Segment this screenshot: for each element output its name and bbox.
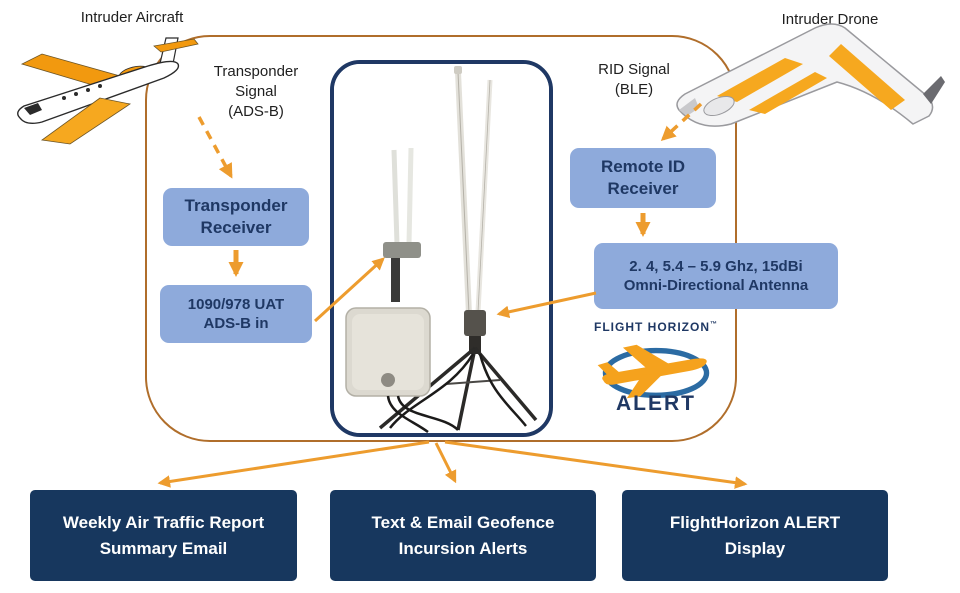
cables [386, 353, 527, 433]
adsb-in-box: 1090/978 UAT ADS-B in [160, 285, 312, 343]
antenna-photo [334, 64, 549, 433]
drone-wing-body [676, 23, 934, 127]
drone-orange-stripes [717, 44, 905, 114]
tall-antenna-rods [454, 66, 493, 315]
intruder-aircraft-label: Intruder Aircraft [80, 9, 184, 26]
logo-tm: ™ [710, 321, 718, 328]
aircraft-wing-near [40, 97, 132, 145]
transponder-signal-label: Transponder Signal (ADS-B) [213, 63, 299, 120]
intruder-drone-illustration [676, 23, 945, 127]
aircraft-fuselage [17, 60, 180, 125]
arrow-photo-to-display [444, 440, 748, 489]
aircraft-cockpit [24, 103, 42, 115]
remote-id-receiver-box: Remote ID Receiver [570, 148, 716, 208]
alert-display-box: FlightHorizon ALERT Display [622, 490, 888, 581]
arrow-photo-to-geofence [434, 442, 457, 484]
logo-plane-icon [597, 344, 710, 399]
intruder-drone-label: Intruder Drone [781, 11, 879, 28]
intruder-aircraft-illustration [17, 37, 199, 145]
aircraft-windows [62, 84, 102, 100]
system-boundary [145, 35, 737, 442]
sensor-photo-frame [330, 60, 553, 437]
arrow-photo-to-weekly-report [157, 440, 430, 488]
transponder-receiver-box: Transponder Receiver [163, 188, 309, 246]
aircraft-stabilizer [153, 38, 199, 53]
equipment-box [345, 307, 431, 397]
weekly-report-box: Weekly Air Traffic Report Summary Email [30, 490, 297, 581]
geofence-alerts-box: Text & Email Geofence Incursion Alerts [330, 490, 596, 581]
logo-alert-text: ALERT [616, 392, 696, 415]
rid-signal-label: RID Signal (BLE) [598, 61, 670, 98]
drone-body-pod [703, 95, 735, 117]
drone-winglet [923, 76, 945, 104]
short-antenna-rods [383, 147, 421, 302]
antenna-spec-box: 2. 4, 5.4 – 5.9 Ghz, 15dBi Omni-Directio… [594, 243, 838, 309]
logo-wordmark: FLIGHT HORIZON™ [594, 320, 718, 334]
